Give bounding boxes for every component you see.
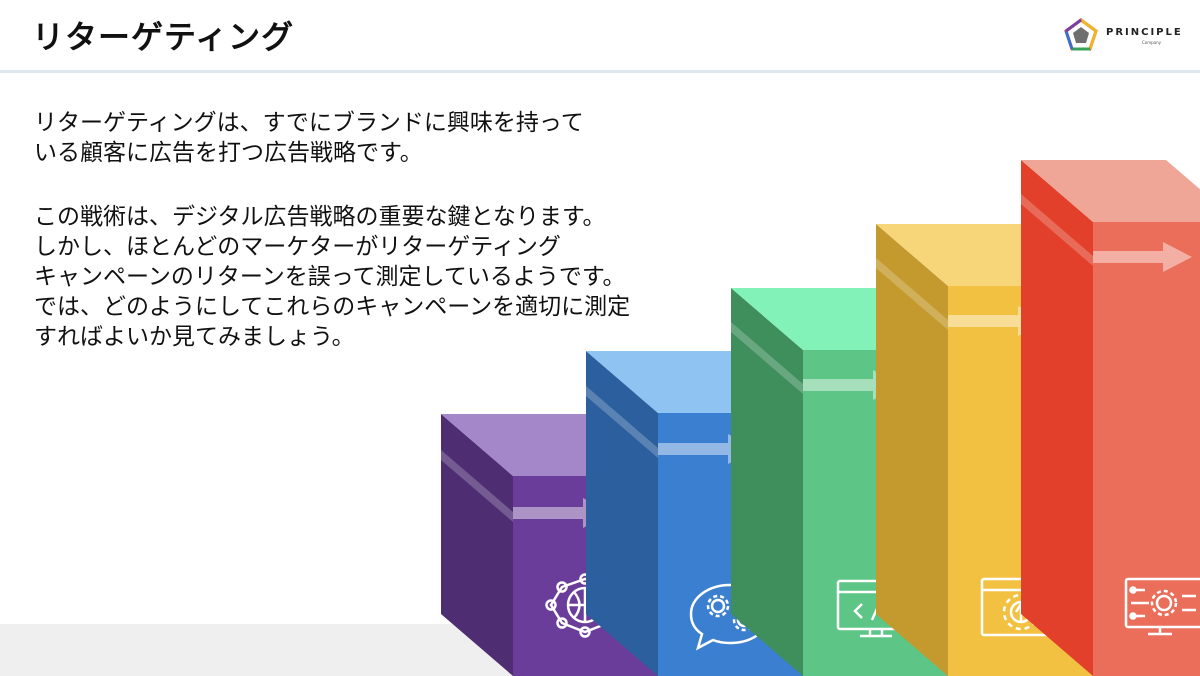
step-5-side <box>1021 160 1093 676</box>
step-3-side <box>731 288 803 676</box>
logo-name: PRINCIPLE <box>1106 27 1183 38</box>
paragraph-2-line-1: この戦術は、デジタル広告戦略の重要な鍵となります。 <box>34 204 606 230</box>
paragraph-2-line-4: では、どのようにしてこれらのキャンペーンを適切に測定 <box>34 294 631 320</box>
step-5-top <box>1021 160 1200 222</box>
page-title: リターゲティング <box>32 18 295 56</box>
paragraph-2-line-2: しかし、ほとんどのマーケターがリターゲティング <box>34 234 561 260</box>
step-5 <box>1021 160 1200 676</box>
company-logo: PRINCIPLE Company <box>1064 18 1184 54</box>
step-4-side <box>876 224 948 676</box>
circuit-monitor-icon <box>1124 577 1200 636</box>
logo-subtitle: Company <box>1142 40 1162 45</box>
step-1-side <box>441 414 513 676</box>
pentagon-logo-icon <box>1064 18 1098 51</box>
paragraph-1-line-1: リターゲティングは、すでにブランドに興味を持って <box>34 110 584 136</box>
step-2-side <box>586 351 658 676</box>
header-divider <box>0 70 1200 73</box>
paragraph-2-line-3: キャンペーンのリターンを誤って測定しているようです。 <box>34 264 626 290</box>
step-5-front <box>1093 222 1200 676</box>
paragraph-2-line-5: すればよいか見てみましょう。 <box>34 324 355 350</box>
arrow-right-icon <box>1093 242 1192 272</box>
header: リターゲティング PRINCIPLE Company <box>0 0 1200 70</box>
paragraph-1-line-2: いる顧客に広告を打つ広告戦略です。 <box>34 140 423 166</box>
body-text: リターゲティングは、すでにブランドに興味を持って いる顧客に広告を打つ広告戦略で… <box>34 108 754 352</box>
